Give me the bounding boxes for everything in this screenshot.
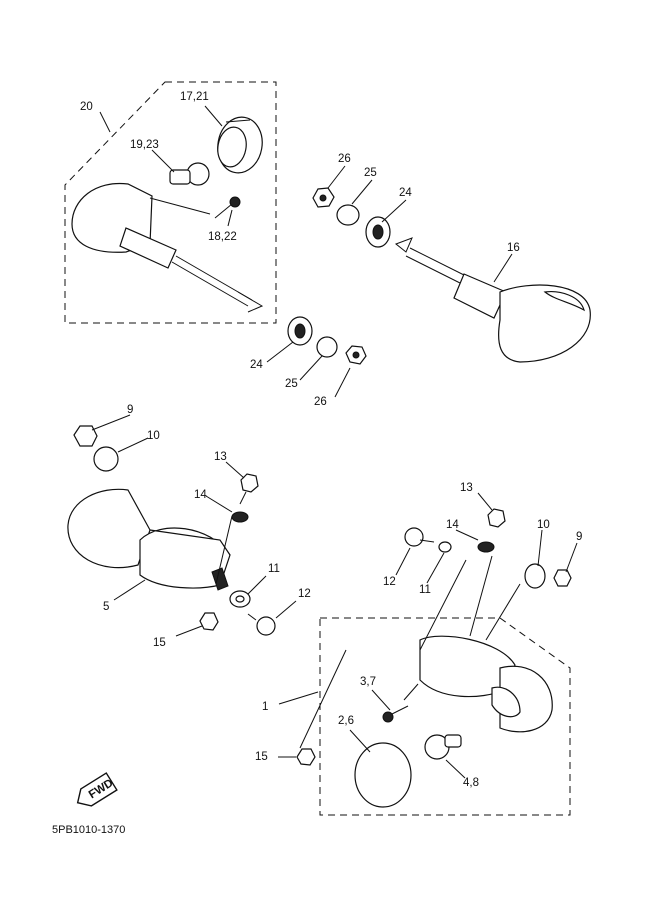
part-washer-11-left	[229, 590, 251, 608]
callout-3-7: 3,7	[360, 676, 376, 688]
fwd-arrow-icon: FWD	[76, 772, 118, 807]
part-washer-14-left	[231, 511, 249, 523]
callout-12-left: 12	[298, 588, 311, 600]
callout-10-left: 10	[147, 430, 160, 442]
part-bulb-19-23	[169, 162, 210, 186]
callout-25-left: 25	[285, 378, 298, 390]
diagram-code: 5PB1010-1370	[52, 824, 125, 836]
part-bolt-12-left	[247, 613, 276, 636]
callout-17-21: 17,21	[180, 91, 209, 103]
part-screw-3-7	[382, 705, 409, 723]
callout-15-right: 15	[255, 751, 268, 763]
part-screw-18-22	[214, 196, 241, 219]
part-collar-10-right	[524, 563, 546, 589]
callout-14-right: 14	[446, 519, 459, 531]
callout-2-6: 2,6	[338, 715, 354, 727]
part-collar-10-left	[93, 446, 119, 472]
callout-26-right: 26	[338, 153, 351, 165]
callout-16: 16	[507, 242, 520, 254]
part-bolt-12-right	[404, 527, 435, 547]
assembly-1-boundary	[319, 617, 571, 816]
part-signal-light-16	[395, 237, 591, 363]
callout-25-right: 25	[364, 167, 377, 179]
part-lens-2-6	[354, 742, 412, 808]
callout-18-22: 18,22	[208, 231, 237, 243]
callout-24-right: 24	[399, 187, 412, 199]
callout-11-right: 11	[419, 584, 431, 596]
part-nut-9-left	[73, 425, 98, 447]
callout-1: 1	[262, 701, 268, 713]
callout-19-23: 19,23	[130, 139, 159, 151]
part-nut-9-right	[553, 569, 572, 587]
part-nut-15-right	[296, 748, 316, 766]
callout-4-8: 4,8	[463, 777, 479, 789]
assembly-20-boundary	[64, 81, 277, 324]
part-grommet-24-right	[365, 216, 391, 248]
callouts: 20 17,21 19,23 18,22 24 25 26 26 25 24 1…	[80, 91, 582, 789]
callout-9-left: 9	[127, 404, 133, 416]
callout-9-right: 9	[576, 531, 582, 543]
callout-13-left: 13	[214, 451, 227, 463]
part-lens-17-21	[217, 116, 263, 174]
callout-14-left: 14	[194, 489, 207, 501]
callout-11-left: 11	[268, 563, 280, 575]
part-signal-housing-1	[419, 635, 553, 733]
part-bolt-13-right	[487, 508, 506, 528]
part-bulb-4-8	[424, 734, 462, 760]
part-nut-26-right	[312, 187, 335, 208]
callout-15-left: 15	[153, 637, 166, 649]
part-washer-14-right	[477, 541, 495, 553]
callout-5: 5	[103, 601, 109, 613]
part-bolt-13-left	[239, 473, 259, 505]
part-grommet-24-left	[287, 316, 313, 346]
leader-lines	[91, 105, 578, 779]
callout-12-right: 12	[383, 576, 396, 588]
part-signal-housing-20	[71, 182, 264, 313]
part-signal-light-5	[67, 488, 231, 591]
part-nut-15-left	[199, 612, 219, 631]
part-nut-26-left	[345, 345, 367, 365]
part-collar-25-left	[316, 336, 338, 358]
callout-20: 20	[80, 101, 93, 113]
callout-10-right: 10	[537, 519, 550, 531]
part-collar-25-right	[336, 204, 360, 226]
part-washer-11-right	[438, 541, 452, 553]
callout-13-right: 13	[460, 482, 473, 494]
callout-26-left: 26	[314, 396, 327, 408]
callout-24-left: 24	[250, 359, 263, 371]
